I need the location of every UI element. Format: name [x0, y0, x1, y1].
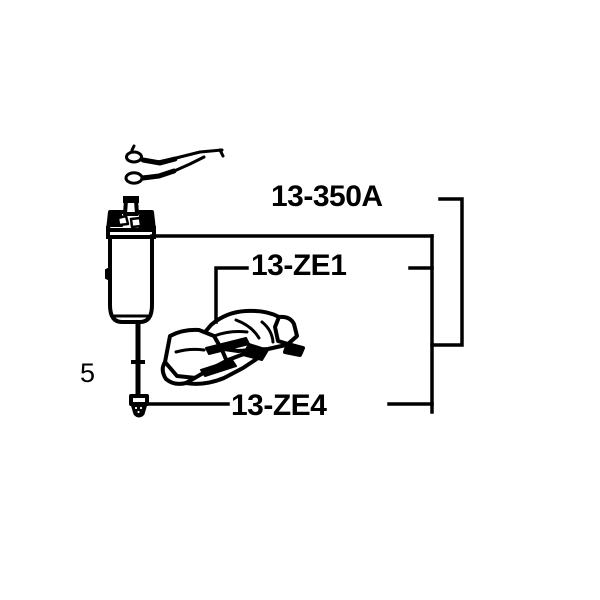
pump-cylinder-shell: [108, 230, 154, 324]
bracket-contour-3: [260, 320, 275, 344]
bracket-contour-1: [212, 330, 249, 338]
ring-terminal-upper-eye: [125, 150, 143, 164]
strainer-mesh-dot-3: [137, 410, 140, 414]
part-label-13-350A: 13-350A: [271, 180, 383, 213]
bracket-contour-4: [174, 347, 206, 354]
leader-13-350A-bracket: [430, 197, 464, 347]
wire-lower-thick: [140, 168, 177, 181]
part-label-13-ZE1: 13-ZE1: [251, 249, 347, 282]
wire-upper-thick: [140, 156, 178, 166]
callout-item-number-5: 5: [80, 358, 95, 388]
bracket-lower-crease: [200, 359, 237, 377]
wire-body-fills: [140, 156, 178, 181]
strainer-sock-group: [129, 394, 149, 418]
bracket-contour-2: [234, 318, 261, 340]
strainer-mesh-bulb: [130, 402, 148, 418]
bracket-right-boss: [273, 314, 299, 346]
ring-terminal-upper-tab: [130, 144, 136, 152]
strainer-mesh-dot-1: [134, 406, 138, 410]
leader-lines-group: [145, 197, 464, 414]
pump-facet-right: [129, 216, 143, 229]
pump-lower-stem-group: [131, 322, 145, 396]
part-label-13-ZE4: 13-ZE4: [231, 389, 327, 422]
pump-side-seam: [105, 267, 111, 281]
pump-outlet-nipple-tip: [123, 196, 139, 203]
pump-facet-left: [116, 214, 130, 227]
wire-upper-end-tick: [218, 148, 225, 158]
bracket-mid-wedge: [242, 343, 269, 361]
leader-13-ZE1-left: [214, 266, 249, 324]
strainer-mesh-dot-2: [139, 406, 143, 410]
bracket-right-tip: [283, 342, 305, 357]
fuel-pump-body-group: [105, 196, 156, 324]
mounting-bracket-group: [160, 308, 305, 386]
